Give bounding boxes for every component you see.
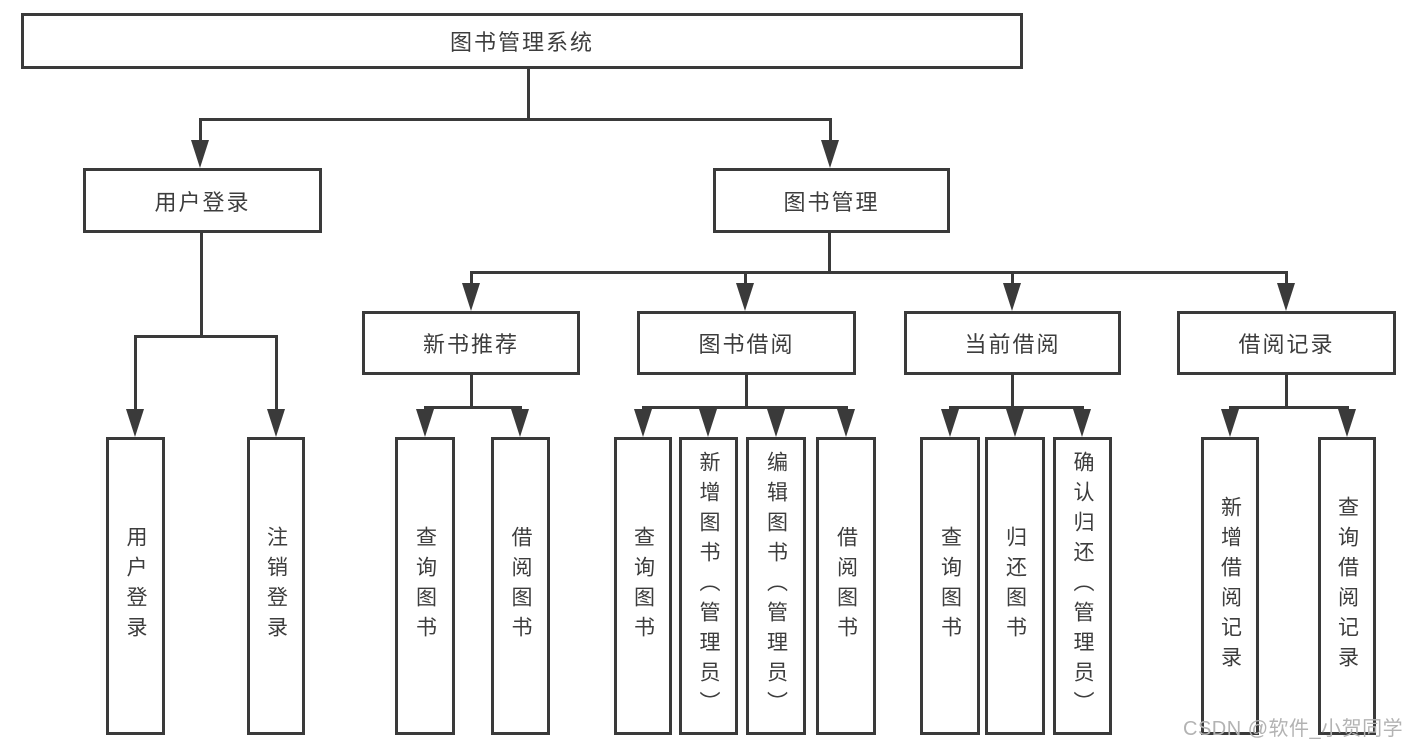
leaf-borrow-books-recommend: 借阅图书	[491, 437, 550, 735]
leaf-label: 用户登录	[124, 526, 147, 646]
node-book-borrow: 图书借阅	[637, 311, 856, 375]
node-user-login: 用户登录	[83, 168, 322, 233]
arrow-down-icon	[634, 409, 652, 437]
leaf-logout: 注销登录	[247, 437, 305, 735]
node-label: 当前借阅	[964, 332, 1061, 357]
leaf-label: 借阅图书	[509, 526, 532, 646]
leaf-label: 新增图书（管理员）	[697, 451, 720, 721]
tree-line	[829, 118, 832, 144]
tree-line	[470, 271, 473, 285]
tree-line	[744, 271, 747, 285]
tree-line	[424, 406, 522, 409]
leaf-label: 确认归还（管理员）	[1071, 451, 1094, 721]
csdn-watermark: CSDN @软件_小贺同学	[1183, 718, 1404, 740]
node-root-label: 图书管理系统	[449, 30, 594, 55]
tree-line	[1011, 271, 1014, 285]
node-book-management: 图书管理	[713, 168, 950, 233]
tree-line	[1229, 406, 1349, 409]
leaf-label: 注销登录	[264, 526, 288, 646]
arrow-down-icon	[267, 409, 285, 437]
leaf-label: 编辑图书（管理员）	[764, 451, 788, 721]
tree-line	[470, 271, 1288, 274]
arrow-down-icon	[1221, 409, 1239, 437]
node-root: 图书管理系统	[21, 13, 1023, 69]
leaf-return-books: 归还图书	[985, 437, 1045, 735]
leaf-add-borrow-record: 新增借阅记录	[1201, 437, 1259, 735]
tree-line	[199, 118, 202, 144]
tree-line	[642, 406, 847, 409]
arrow-down-icon	[126, 409, 144, 437]
node-label: 借阅记录	[1238, 332, 1335, 357]
leaf-query-books-borrow: 查询图书	[614, 437, 672, 735]
tree-line	[470, 375, 473, 406]
node-label: 图书管理	[783, 189, 880, 215]
arrow-down-icon	[1073, 409, 1091, 437]
leaf-confirm-return-admin: 确认归还（管理员）	[1053, 437, 1112, 735]
tree-line	[134, 335, 278, 338]
arrow-down-icon	[191, 140, 209, 168]
node-label: 用户登录	[154, 189, 251, 215]
arrow-down-icon	[736, 283, 754, 311]
tree-line	[1285, 271, 1288, 285]
tree-line	[134, 335, 137, 411]
tree-line	[200, 233, 203, 335]
leaf-label: 查询图书	[631, 526, 655, 646]
arrow-down-icon	[837, 409, 855, 437]
arrow-down-icon	[416, 409, 434, 437]
arrow-down-icon	[767, 409, 785, 437]
leaf-edit-books-admin: 编辑图书（管理员）	[746, 437, 806, 735]
leaf-label: 查询借阅记录	[1335, 496, 1359, 676]
leaf-query-borrow-record: 查询借阅记录	[1318, 437, 1376, 735]
node-current-borrow: 当前借阅	[904, 311, 1121, 375]
leaf-add-books-admin: 新增图书（管理员）	[679, 437, 738, 735]
node-label: 图书借阅	[698, 332, 795, 357]
arrow-down-icon	[941, 409, 959, 437]
arrow-down-icon	[1003, 283, 1021, 311]
tree-line	[1011, 375, 1014, 406]
node-label: 新书推荐	[422, 332, 519, 357]
leaf-label: 查询图书	[413, 526, 437, 646]
arrow-down-icon	[1006, 409, 1024, 437]
leaf-user-login: 用户登录	[106, 437, 165, 735]
tree-line	[1285, 375, 1288, 406]
tree-line	[275, 335, 278, 411]
tree-line	[527, 69, 530, 118]
tree-line	[828, 233, 831, 271]
leaf-query-books-current: 查询图书	[920, 437, 980, 735]
leaf-label: 归还图书	[1003, 526, 1027, 646]
arrow-down-icon	[821, 140, 839, 168]
leaf-label: 查询图书	[938, 526, 962, 646]
arrow-down-icon	[1338, 409, 1356, 437]
leaf-borrow-books: 借阅图书	[816, 437, 876, 735]
arrow-down-icon	[699, 409, 717, 437]
arrow-down-icon	[462, 283, 480, 311]
tree-line	[199, 118, 832, 121]
leaf-query-books-recommend: 查询图书	[395, 437, 455, 735]
node-borrow-records: 借阅记录	[1177, 311, 1396, 375]
leaf-label: 新增借阅记录	[1218, 496, 1242, 676]
leaf-label: 借阅图书	[834, 526, 858, 646]
arrow-down-icon	[511, 409, 529, 437]
arrow-down-icon	[1277, 283, 1295, 311]
node-new-book-recommend: 新书推荐	[362, 311, 580, 375]
tree-line	[745, 375, 748, 406]
